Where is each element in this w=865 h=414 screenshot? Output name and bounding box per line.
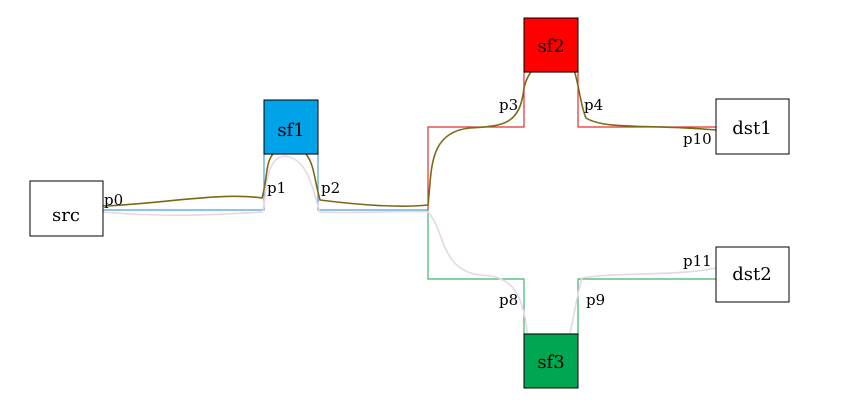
node-sf1 (263, 99, 319, 155)
link-red (427, 71, 716, 210)
port-p11: p11 (683, 252, 712, 270)
node-dst2 (715, 246, 790, 303)
port-p4: p4 (584, 96, 603, 114)
flow-light (102, 155, 717, 367)
port-labels: p0 p1 p2 p3 p4 p8 p9 p10 p11 (104, 96, 712, 309)
port-p1: p1 (267, 179, 286, 197)
label-dst2: dst2 (732, 264, 771, 285)
port-p8: p8 (499, 291, 518, 309)
links (103, 71, 716, 335)
label-sf2: sf2 (537, 36, 564, 57)
label-dst1: dst1 (732, 118, 771, 139)
node-sf2 (523, 17, 579, 73)
port-p2: p2 (321, 179, 340, 197)
label-sf1: sf1 (277, 120, 304, 141)
flow-olive (102, 56, 717, 207)
nodes (29, 17, 790, 389)
node-sf3 (523, 333, 579, 389)
label-src: src (52, 205, 80, 226)
port-p10: p10 (683, 130, 712, 148)
port-p9: p9 (586, 291, 605, 309)
port-p0: p0 (104, 191, 123, 209)
label-sf3: sf3 (537, 352, 564, 373)
node-labels: src sf1 sf2 sf3 dst1 dst2 (52, 36, 772, 373)
node-dst1 (715, 98, 790, 155)
node-src (29, 180, 104, 237)
flows (102, 56, 717, 367)
port-p3: p3 (499, 96, 518, 114)
